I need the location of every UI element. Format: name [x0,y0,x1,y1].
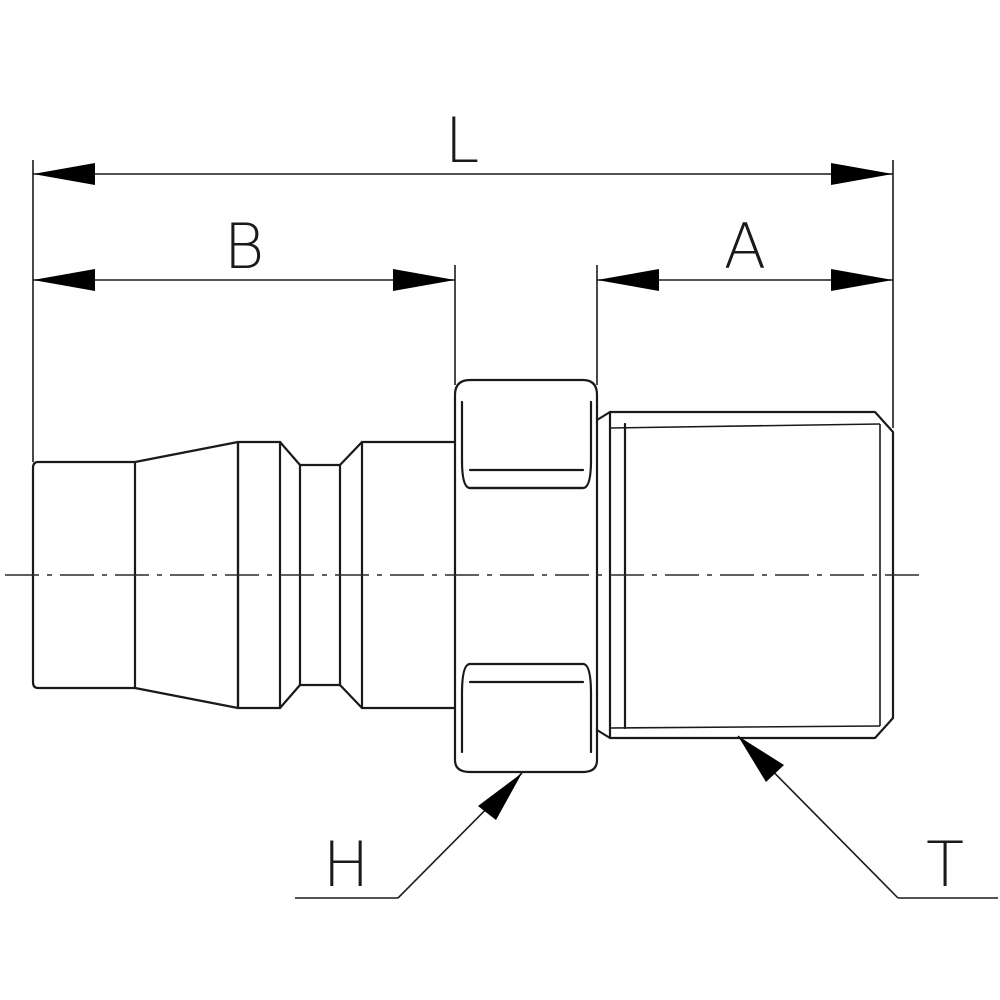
hex-nut [453,378,599,774]
leader-h: H [295,772,523,901]
groove [298,463,342,687]
arrow-head [393,269,455,291]
label-a: A [724,210,766,283]
plug-body [31,378,895,774]
arrow-head [738,736,784,782]
hex-face-upper [460,400,593,490]
leader-t: T [737,735,998,901]
hex-face-lower [460,662,593,754]
label-t: T [926,828,964,901]
arrow-head [831,269,893,291]
arrow-head [33,163,95,185]
label-b: B [224,210,265,283]
arrow-head [597,269,659,291]
arrow-head [33,269,95,291]
dimension-l: L [33,104,893,185]
dimension-a: A [597,210,893,291]
extension-lines [32,160,894,462]
taper-section [133,440,240,710]
arrow-head [831,163,893,185]
dimension-b: B [33,210,455,291]
label-l: L [445,104,480,177]
label-h: H [323,828,370,901]
arrow-head [478,773,522,820]
